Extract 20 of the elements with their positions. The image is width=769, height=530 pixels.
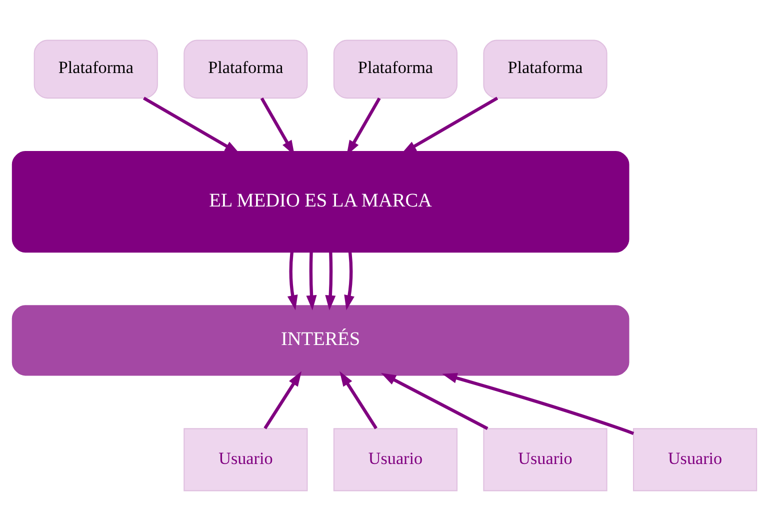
arrow xyxy=(380,372,488,430)
arrow xyxy=(325,252,336,310)
arrow xyxy=(287,252,298,310)
node-box: Usuario xyxy=(633,428,758,491)
node-box: Plataforma xyxy=(184,39,308,98)
node-box: Plataforma xyxy=(333,39,458,98)
arrow xyxy=(143,96,240,154)
node-box: EL MEDIO ES LA MARCA xyxy=(12,150,630,252)
node-box: INTERÉS xyxy=(12,304,630,376)
node-box: Usuario xyxy=(483,428,608,491)
arrow xyxy=(442,372,634,434)
node-box: Usuario xyxy=(184,428,308,491)
arrow xyxy=(401,96,498,154)
arrow xyxy=(264,370,302,429)
node-box: Plataforma xyxy=(483,39,608,98)
arrow xyxy=(344,252,354,310)
arrow xyxy=(306,252,317,310)
arrow xyxy=(340,370,378,429)
node-box: Plataforma xyxy=(34,39,158,98)
node-box: Usuario xyxy=(333,428,458,491)
